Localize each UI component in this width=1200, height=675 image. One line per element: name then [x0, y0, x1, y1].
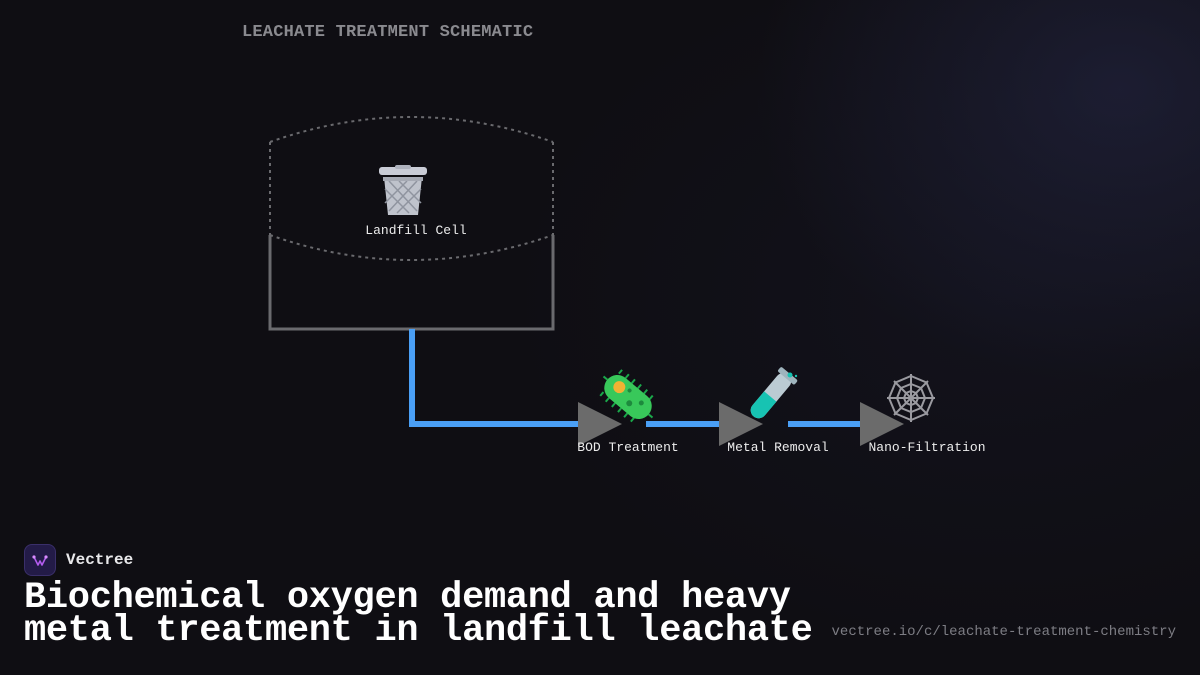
flow-arrow-metal: [719, 402, 763, 446]
node-label-metal: Metal Removal: [727, 440, 829, 455]
wastebasket-icon: [379, 165, 427, 215]
vectree-logo-icon: [24, 544, 56, 576]
flow-arrow-nano: [860, 402, 904, 446]
node-label-bod: BOD Treatment: [577, 440, 679, 455]
page-headline: Biochemical oxygen demand and heavy meta…: [24, 577, 813, 652]
diagram-title: LEACHATE TREATMENT SCHEMATIC: [242, 23, 534, 42]
node-label-nano: Nano-Filtration: [868, 440, 986, 455]
flow-arrow-bod: [578, 402, 622, 446]
web-filter-icon: [887, 374, 935, 422]
node-label-landfill: Landfill Cell: [365, 223, 467, 238]
microbe-icon: [599, 369, 654, 423]
brand-name: Vectree: [66, 551, 134, 569]
flow-pipe-landfill-bod: [409, 329, 582, 427]
page-url[interactable]: vectree.io/c/leachate-treatment-chemistr…: [831, 624, 1176, 640]
